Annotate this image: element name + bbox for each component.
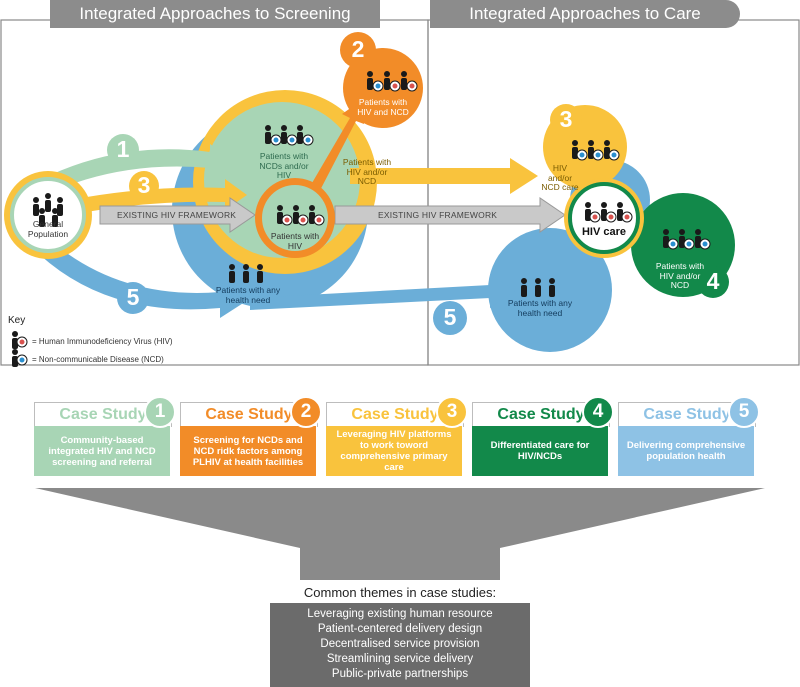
care-person-icon [604,140,620,161]
hiv-person-icon [309,205,325,226]
case-study-desc: Screening for NCDs and NCD ridk factors … [180,426,316,476]
hiv-ncd-person-icon [401,71,418,92]
key-ncd-label: = Non-communicable Disease (NCD) [32,355,164,364]
badge-4 [697,266,729,298]
number-5-left: 5 [126,284,140,310]
person-icon [33,197,39,216]
key-ncd-icon [12,349,28,367]
person-icon [57,197,63,216]
green-patients-label: Patients with HIV and/or NCD [655,261,705,290]
person-icon [257,264,263,283]
any-need-left-label: Patients with any health need [215,285,281,305]
person-icon [535,278,541,297]
case-study-desc: Delivering comprehensive population heal… [618,426,754,476]
ncd-person-icon [297,125,314,146]
badge-3-left [129,171,159,201]
hiv-care-person-icon [601,202,617,223]
green-person-icon [679,229,695,250]
case-study-title: Case Study [180,402,318,427]
case-study-number: 4 [582,396,614,428]
hiv-ncd-right-label: Patients with HIV and/or NCD [342,157,392,186]
person-icon [243,264,249,283]
hiv-ncd-person-icon [367,71,384,92]
number-2: 2 [351,36,365,62]
number-4: 4 [706,268,720,294]
hiv-and-ncd-label: Patients with HIV and NCD [357,97,409,117]
green-person-icon [695,229,711,250]
hiv-care-person-icon [617,202,633,223]
arrow-3-right [350,158,538,194]
person-icon [52,208,58,227]
number-3-right: 3 [559,106,573,132]
badge-3-right [550,104,582,136]
care-header: Integrated Approaches to Care [430,0,740,28]
case-study-card-5: Case Study Delivering comprehensive popu… [618,396,760,476]
theme-item: Decentralised service provision [320,638,480,650]
case-study-card-3: Case Study Leveraging HIV platforms to w… [326,396,468,476]
case-study-number: 3 [436,396,468,428]
case-study-number: 5 [728,396,760,428]
badge-1 [107,134,139,166]
person-icon [521,278,527,297]
theme-item: Leveraging existing human resource [307,608,493,620]
themes-box: Leveraging existing human resource Patie… [270,603,530,687]
care-person-icon [588,140,604,161]
ncd-hiv-patients-label: Patients with NCDs and/or HIV [259,151,309,180]
funnel-arrow [35,488,765,580]
care-person-icon [572,140,588,161]
themes-heading: Common themes in case studies: [303,585,497,600]
framework-arrow-2 [334,197,566,233]
badge-5-right [433,301,467,335]
screening-header: Integrated Approaches to Screening [50,0,380,28]
key-hiv-label: = Human Immunodeficiency Virus (HIV) [32,337,173,346]
any-need-right-label: Patients with any health need [507,298,573,318]
hiv-person-icon [277,205,293,226]
theme-item: Streamlining service delivery [326,653,474,665]
hiv-ncd-care-label: HIV and/or NCD care [541,163,579,192]
arrow-5-right [250,274,515,310]
case-study-desc: Leveraging HIV platforms to work toword … [326,426,462,476]
badge-5-left [117,282,149,314]
hiv-patients-label: Patients with HIV [270,231,320,251]
arrow-3-left [70,179,247,214]
person-icon [39,208,45,227]
framework-label-1: EXISTING HIV FRAMEWORK [117,210,237,220]
case-study-card-4: Case Study Differentiated care for HIV/N… [472,396,614,476]
green-person-icon [663,229,679,250]
ncd-person-icon [265,125,282,146]
hiv-person-icon [293,205,309,226]
framework-arrow-1 [99,197,256,233]
key-title: Key [8,315,26,326]
ncd-person-icon [281,125,298,146]
people-icons [33,193,555,297]
arrow-5-left [40,240,248,318]
person-icon [45,193,51,212]
person-icon [549,278,555,297]
person-icon [229,264,235,283]
case-study-number: 2 [290,396,322,428]
framework-label-2: EXISTING HIV FRAMEWORK [378,210,498,220]
marked-people-icons [265,71,711,250]
theme-item: Public-private partnerships [331,668,469,680]
arrow-1 [40,144,232,195]
number-1: 1 [116,136,130,162]
hiv-care-label: HIV care [581,226,627,238]
case-study-number: 1 [144,396,176,428]
number-5-right: 5 [443,304,457,330]
general-population-label: General Population [27,219,69,239]
arrow-2 [305,100,364,200]
hiv-care-person-icon [585,202,601,223]
hiv-ncd-person-icon [384,71,401,92]
case-study-desc: Differentiated care for HIV/NCDs [472,426,608,476]
case-study-desc: Community-based integrated HIV and NCD s… [34,426,170,476]
general-population-circle [10,177,86,253]
case-study-card-1: Case Study Community-based integrated HI… [34,396,176,476]
case-study-card-2: Case Study Screening for NCDs and NCD ri… [180,396,322,476]
key-hiv-icon [12,331,28,349]
orange-badge-2 [340,32,376,68]
number-3-left: 3 [137,172,151,198]
theme-item: Patient-centered delivery design [317,623,483,635]
themes-list: Leveraging existing human resource Patie… [270,603,530,682]
